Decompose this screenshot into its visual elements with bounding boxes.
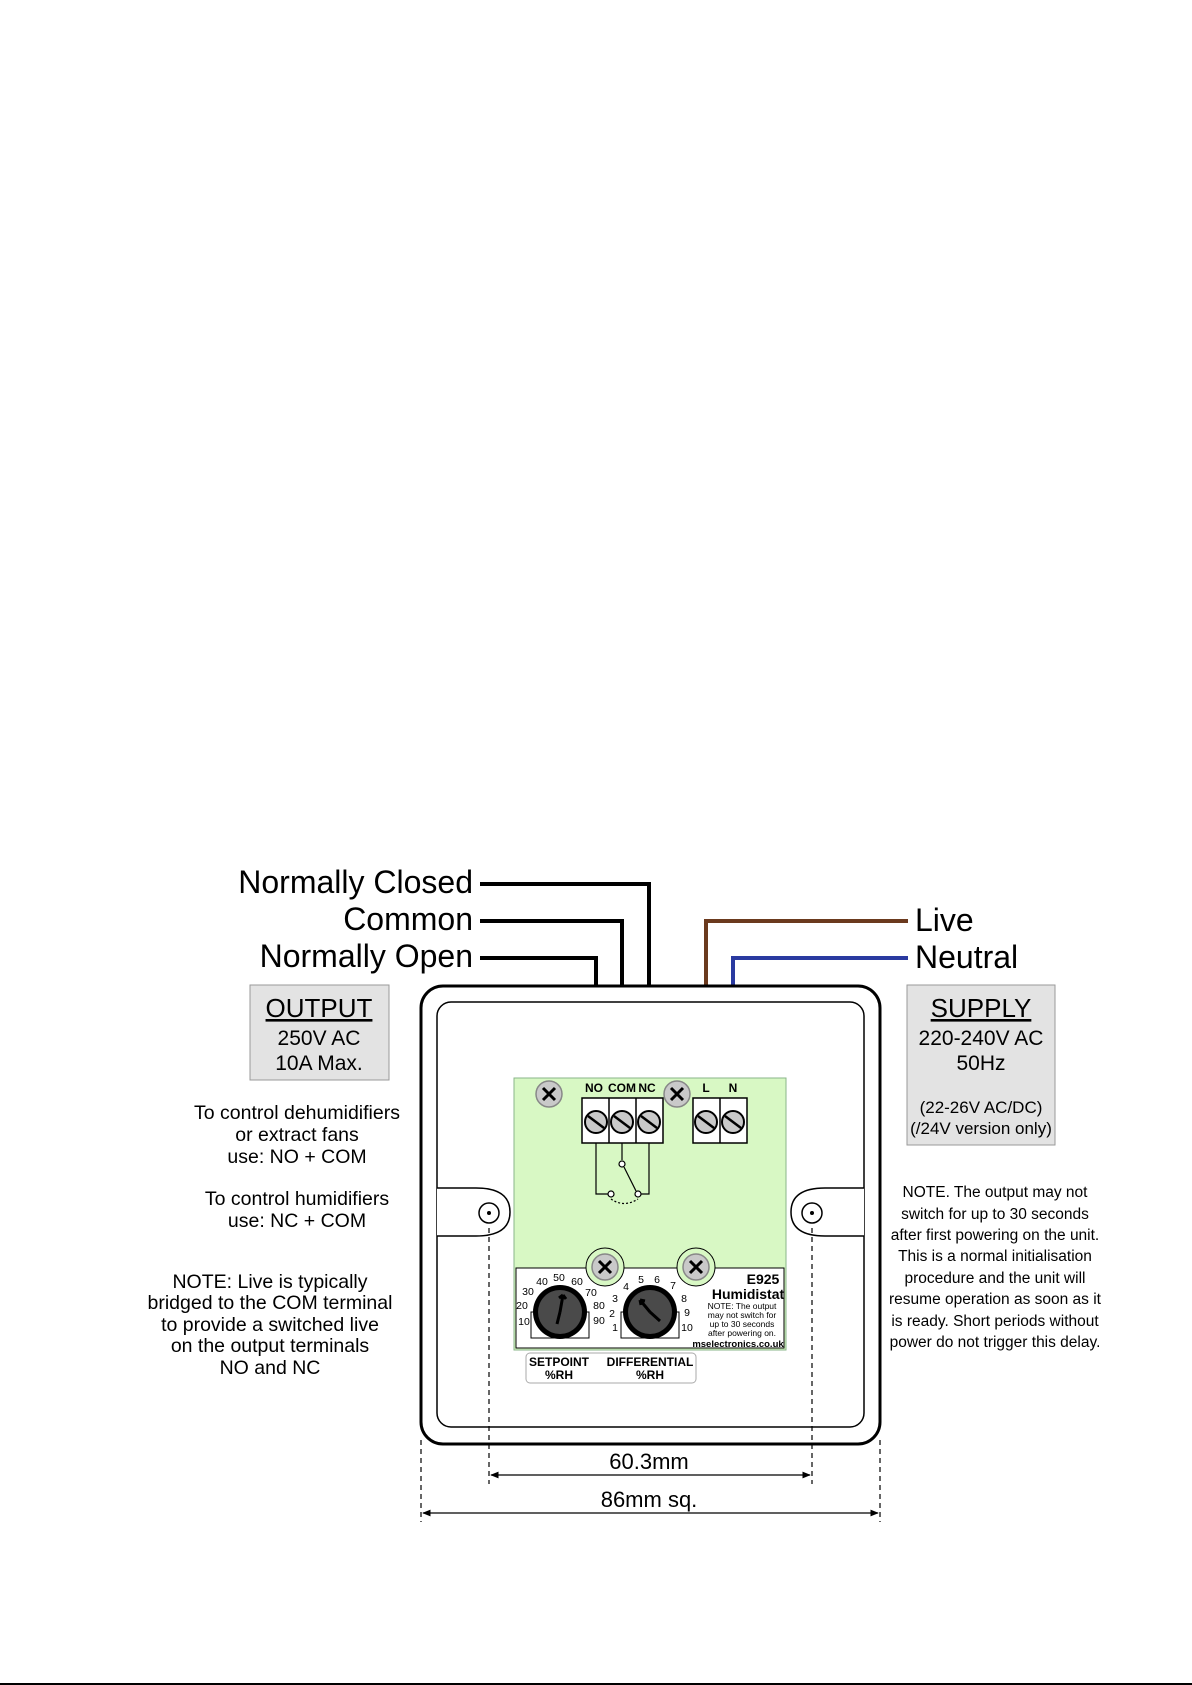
right-note-line: procedure and the unit will bbox=[905, 1270, 1086, 1287]
terminal-label-no: NO bbox=[585, 1081, 603, 1095]
relay-contact-schematic bbox=[595, 1143, 650, 1205]
device-model: E925 bbox=[747, 1271, 780, 1287]
output-terminal-block: NO COM NC bbox=[581, 1081, 664, 1144]
supply-line: 50Hz bbox=[956, 1052, 1005, 1075]
supply-panel: SUPPLY 220-240V AC 50Hz (22-26V AC/DC) (… bbox=[906, 984, 1056, 1146]
device-note: may not switch for bbox=[708, 1310, 777, 1320]
terminal-label-com: COM bbox=[608, 1081, 636, 1095]
differential-scale-7: 7 bbox=[670, 1280, 676, 1292]
label-neutral: Neutral bbox=[915, 939, 1018, 975]
right-note-line: switch for up to 30 seconds bbox=[901, 1206, 1089, 1223]
setpoint-scale-20: 20 bbox=[516, 1300, 528, 1312]
supply-small-line: (22-26V AC/DC) bbox=[920, 1098, 1043, 1117]
dimension-lines bbox=[420, 1228, 881, 1522]
dimension-outer: 86mm sq. bbox=[601, 1487, 698, 1512]
setpoint-scale-70: 70 bbox=[585, 1287, 597, 1299]
label-normally-closed: Normally Closed bbox=[238, 864, 473, 900]
right-note-line: NOTE. The output may not bbox=[903, 1184, 1089, 1201]
screw-icon bbox=[682, 1253, 710, 1281]
live-note: to provide a switched live bbox=[161, 1314, 379, 1336]
label-common: Common bbox=[343, 901, 473, 937]
differential-scale-8: 8 bbox=[681, 1293, 687, 1305]
output-line: 250V AC bbox=[278, 1027, 361, 1050]
setpoint-label: SETPOINT bbox=[529, 1355, 590, 1369]
setpoint-dial: 10 20 30 40 50 60 70 80 90 bbox=[516, 1272, 605, 1339]
dehumidifier-note: use: NO + COM bbox=[227, 1146, 366, 1168]
setpoint-scale-40: 40 bbox=[536, 1276, 548, 1288]
humidifier-note: To control humidifiers bbox=[205, 1188, 389, 1210]
terminal-screw-icon bbox=[637, 1110, 661, 1134]
terminal-label-n: N bbox=[729, 1081, 738, 1095]
setpoint-scale-30: 30 bbox=[522, 1286, 534, 1298]
terminal-screw-icon bbox=[721, 1110, 745, 1134]
mounting-hole-right bbox=[790, 1187, 864, 1237]
differential-scale-6: 6 bbox=[654, 1274, 660, 1286]
dimension-inner: 60.3mm bbox=[609, 1449, 688, 1474]
mounting-hole-left bbox=[437, 1187, 511, 1237]
setpoint-scale-10: 10 bbox=[518, 1316, 530, 1328]
differential-dial: 1 2 3 4 5 6 7 8 9 10 bbox=[609, 1274, 693, 1339]
terminal-label-nc: NC bbox=[638, 1081, 656, 1095]
dehumidifier-note: or extract fans bbox=[235, 1124, 359, 1146]
differential-label-unit: %RH bbox=[636, 1368, 664, 1382]
right-note-line: is ready. Short periods without bbox=[891, 1313, 1099, 1330]
right-note-line: after first powering on the unit. bbox=[891, 1227, 1100, 1244]
output-title: OUTPUT bbox=[266, 993, 373, 1023]
device-name: Humidistat bbox=[712, 1286, 785, 1302]
differential-scale-3: 3 bbox=[612, 1293, 618, 1305]
setpoint-label-unit: %RH bbox=[545, 1368, 573, 1382]
live-note: bridged to the COM terminal bbox=[148, 1292, 393, 1314]
differential-scale-4: 4 bbox=[623, 1281, 629, 1293]
terminal-screw-icon bbox=[610, 1110, 634, 1134]
device-note: NOTE: The output bbox=[708, 1301, 777, 1311]
screw-icon bbox=[535, 1080, 563, 1108]
right-note: NOTE. The output may not switch for up t… bbox=[889, 1184, 1102, 1351]
terminal-screw-icon bbox=[694, 1110, 718, 1134]
right-note-line: power do not trigger this delay. bbox=[890, 1334, 1101, 1351]
differential-scale-1: 1 bbox=[612, 1322, 618, 1334]
differential-scale-5: 5 bbox=[638, 1274, 644, 1286]
live-note: NOTE: Live is typically bbox=[172, 1271, 367, 1293]
left-notes: To control dehumidifiers or extract fans… bbox=[148, 1102, 401, 1379]
right-note-line: This is a normal initialisation bbox=[898, 1248, 1092, 1265]
page-bottom-rule bbox=[0, 1683, 1192, 1685]
live-note: NO and NC bbox=[220, 1357, 321, 1379]
label-normally-open: Normally Open bbox=[260, 938, 473, 974]
terminal-label-l: L bbox=[702, 1081, 709, 1095]
live-note: on the output terminals bbox=[171, 1335, 370, 1357]
screw-icon bbox=[591, 1253, 619, 1281]
setpoint-scale-80: 80 bbox=[593, 1300, 605, 1312]
supply-title: SUPPLY bbox=[931, 993, 1032, 1023]
device-note: up to 30 seconds bbox=[710, 1319, 775, 1329]
dial-knob-icon bbox=[533, 1285, 587, 1339]
supply-small-line: (/24V version only) bbox=[910, 1119, 1052, 1138]
output-panel: OUTPUT 250V AC 10A Max. bbox=[249, 984, 390, 1081]
differential-scale-10: 10 bbox=[681, 1322, 693, 1334]
setpoint-scale-90: 90 bbox=[593, 1315, 605, 1327]
setpoint-scale-50: 50 bbox=[553, 1272, 565, 1284]
terminal-screw-icon bbox=[584, 1110, 608, 1134]
device-website: mselectronics.co.uk bbox=[692, 1339, 784, 1350]
supply-terminal-block: L N bbox=[692, 1081, 748, 1144]
supply-line: 220-240V AC bbox=[919, 1027, 1044, 1050]
differential-scale-9: 9 bbox=[684, 1307, 690, 1319]
dial-knob-icon bbox=[623, 1285, 677, 1339]
output-line: 10A Max. bbox=[275, 1052, 363, 1075]
setpoint-scale-60: 60 bbox=[571, 1276, 583, 1288]
right-note-line: resume operation as soon as it bbox=[889, 1291, 1102, 1308]
humidifier-note: use: NC + COM bbox=[228, 1210, 366, 1232]
screw-icon bbox=[663, 1080, 691, 1108]
differential-scale-2: 2 bbox=[609, 1308, 615, 1320]
device-note: after powering on. bbox=[708, 1328, 776, 1338]
differential-label: DIFFERENTIAL bbox=[607, 1355, 694, 1369]
label-live: Live bbox=[915, 902, 974, 938]
dehumidifier-note: To control dehumidifiers bbox=[194, 1102, 400, 1124]
